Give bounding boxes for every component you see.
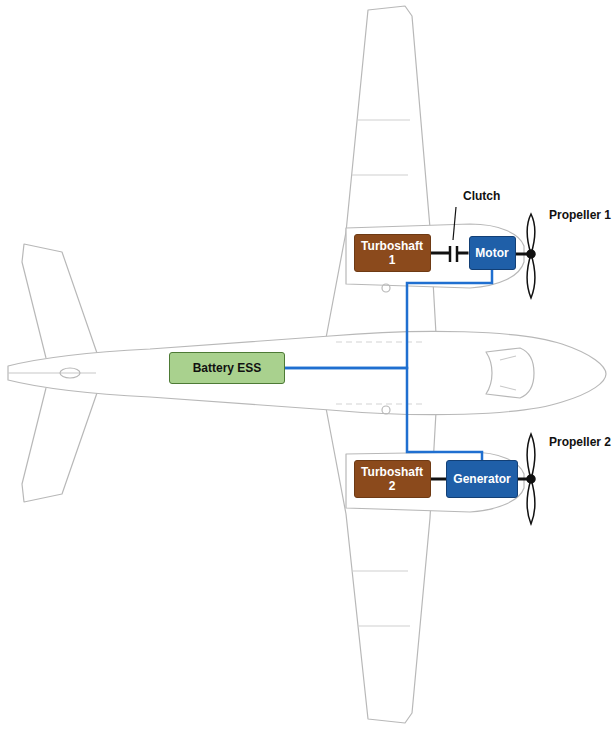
box-label: Turboshaft 1 [359,239,426,267]
generator-box: Generator [446,460,518,498]
motor-box: Motor [469,236,516,270]
battery-box: Battery ESS [169,352,285,384]
engine-box: Turboshaft 2 [354,460,431,498]
drive-shaft [431,478,447,481]
box-label: Generator [453,472,510,486]
box-label: Battery ESS [193,361,262,375]
power-cable [285,368,482,460]
part-label: Clutch [462,189,501,203]
engine-box: Turboshaft 1 [354,234,431,272]
part-label: Propeller 2 [548,435,612,449]
box-label: Motor [475,246,508,260]
box-label: Turboshaft 2 [359,465,426,493]
part-label: Propeller 1 [548,208,612,222]
power-cable [285,270,492,368]
